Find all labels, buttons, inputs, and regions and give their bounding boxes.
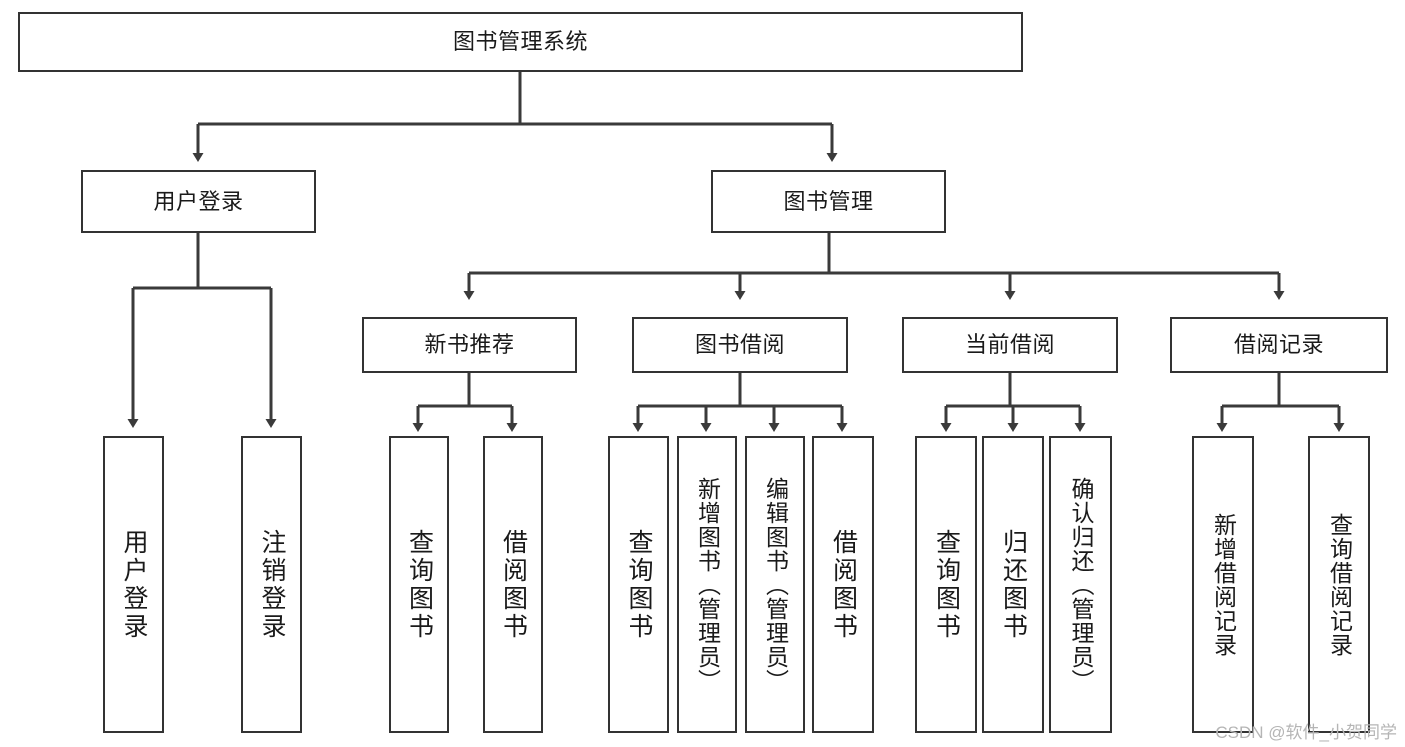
node-leaf-user-logout[interactable]: 注销登录 bbox=[241, 436, 302, 733]
node-root-system[interactable]: 图书管理系统 bbox=[18, 12, 1023, 72]
node-label: 借阅图书 bbox=[829, 528, 858, 641]
node-leaf-query-book-3[interactable]: 查询图书 bbox=[915, 436, 977, 733]
node-label: 新增图书（管理员） bbox=[694, 476, 721, 693]
node-label: 确认归还（管理员） bbox=[1068, 476, 1094, 693]
node-leaf-add-book[interactable]: 新增图书（管理员） bbox=[677, 436, 737, 733]
node-current-borrow[interactable]: 当前借阅 bbox=[902, 317, 1118, 373]
node-leaf-return-book[interactable]: 归还图书 bbox=[982, 436, 1044, 733]
node-leaf-confirm-return[interactable]: 确认归还（管理员） bbox=[1049, 436, 1112, 733]
node-label: 借阅图书 bbox=[499, 528, 528, 641]
node-label: 查询图书 bbox=[625, 528, 653, 641]
node-leaf-edit-book[interactable]: 编辑图书（管理员） bbox=[745, 436, 805, 733]
node-label: 当前借阅 bbox=[964, 332, 1055, 358]
node-label: 用户登录 bbox=[153, 188, 244, 214]
node-leaf-query-book-2[interactable]: 查询图书 bbox=[608, 436, 669, 733]
node-label: 归还图书 bbox=[999, 528, 1028, 641]
node-leaf-add-record[interactable]: 新增借阅记录 bbox=[1192, 436, 1254, 733]
node-borrow-record[interactable]: 借阅记录 bbox=[1170, 317, 1388, 373]
node-label: 图书管理 bbox=[783, 188, 874, 214]
node-label: 查询图书 bbox=[405, 528, 434, 641]
node-leaf-query-record[interactable]: 查询借阅记录 bbox=[1308, 436, 1370, 733]
node-label: 注销登录 bbox=[258, 528, 286, 641]
node-label: 编辑图书（管理员） bbox=[762, 476, 789, 693]
csdn-watermark: CSDN @软件_小贺同学 bbox=[1215, 723, 1397, 742]
node-book-borrow[interactable]: 图书借阅 bbox=[632, 317, 848, 373]
node-label: 新增借阅记录 bbox=[1210, 512, 1237, 657]
node-label: 借阅记录 bbox=[1233, 332, 1324, 358]
node-leaf-borrow-book-1[interactable]: 借阅图书 bbox=[483, 436, 543, 733]
node-label: 用户登录 bbox=[120, 528, 148, 641]
node-label: 新书推荐 bbox=[424, 332, 515, 358]
node-leaf-user-login[interactable]: 用户登录 bbox=[103, 436, 164, 733]
node-user-login[interactable]: 用户登录 bbox=[81, 170, 316, 233]
node-label: 图书管理系统 bbox=[452, 29, 588, 55]
node-book-manage[interactable]: 图书管理 bbox=[711, 170, 946, 233]
node-leaf-query-book-1[interactable]: 查询图书 bbox=[389, 436, 449, 733]
node-leaf-borrow-book-2[interactable]: 借阅图书 bbox=[812, 436, 874, 733]
node-label: 图书借阅 bbox=[694, 332, 785, 358]
node-label: 查询借阅记录 bbox=[1326, 512, 1353, 657]
node-label: 查询图书 bbox=[932, 528, 961, 641]
node-new-book-rec[interactable]: 新书推荐 bbox=[362, 317, 577, 373]
